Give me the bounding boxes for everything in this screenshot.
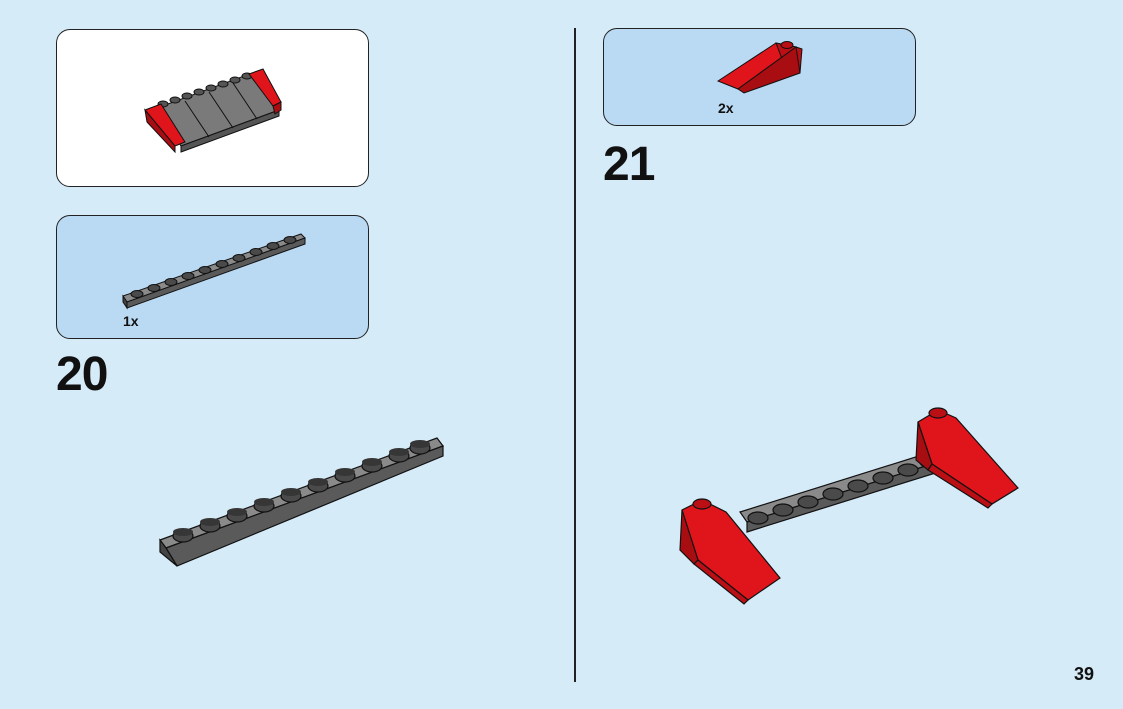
page-number: 39 — [1073, 664, 1094, 684]
step-20-part-quantity: 1x — [123, 313, 139, 329]
column-divider — [574, 28, 576, 682]
gray-plate-part-icon — [122, 233, 306, 310]
previous-step-assembly-illustration — [144, 68, 282, 154]
step-20-number: 20 — [56, 348, 108, 401]
step-21-assembly-illustration — [679, 407, 1019, 605]
step-21-parts-panel: 2x — [603, 28, 916, 126]
step-21-part-quantity: 2x — [718, 100, 734, 116]
previous-step-panel — [56, 29, 369, 187]
step-21-number: 21 — [603, 138, 655, 191]
step-20-parts-panel: 1x — [56, 215, 369, 339]
red-slope-part-icon — [716, 41, 803, 94]
step-20-assembly-illustration — [159, 437, 444, 567]
